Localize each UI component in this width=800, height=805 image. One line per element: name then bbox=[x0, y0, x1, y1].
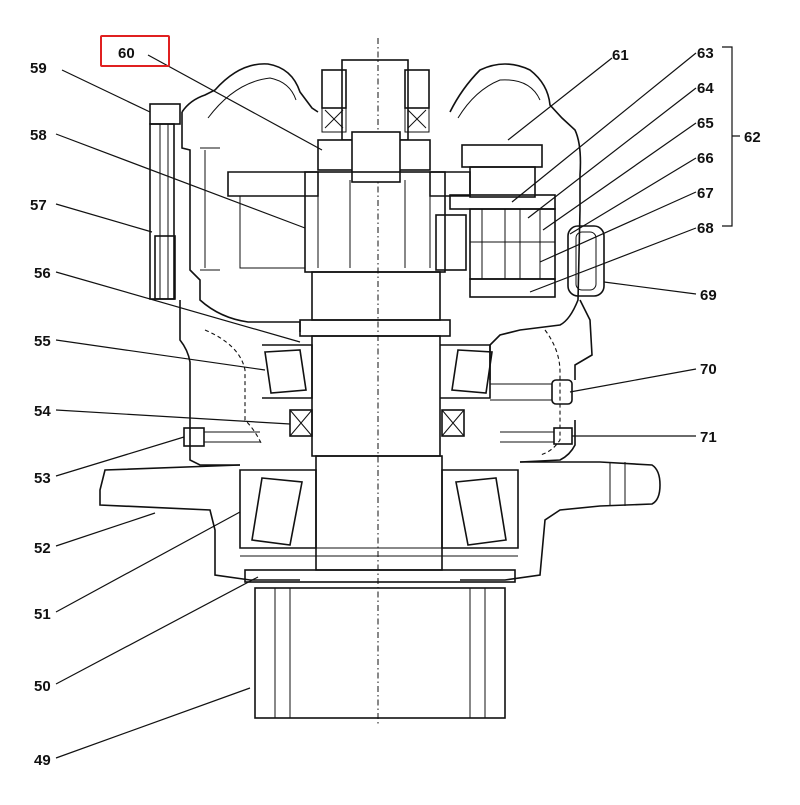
lower-right-taper-roller bbox=[455, 477, 507, 546]
bearing-spacer bbox=[240, 547, 518, 557]
leader-lines bbox=[55, 46, 740, 759]
callout-64: 64 bbox=[697, 80, 714, 97]
callout-51: 51 bbox=[34, 606, 51, 623]
left-ring-gear bbox=[239, 195, 306, 269]
top-left-bearing-ring bbox=[321, 107, 347, 133]
upper-carrier-plate-right bbox=[429, 171, 471, 197]
callout-68: 68 bbox=[697, 220, 714, 237]
callout-49: 49 bbox=[34, 752, 51, 769]
bolt-59-shank bbox=[149, 123, 175, 300]
planet-pin-head bbox=[461, 144, 543, 168]
upper-cover-inner bbox=[207, 77, 541, 119]
callout-54: 54 bbox=[34, 403, 51, 420]
assembly-drawing bbox=[99, 38, 661, 725]
callout-60: 60 bbox=[118, 45, 135, 62]
top-bearing-crosses bbox=[324, 109, 427, 129]
callout-57: 57 bbox=[30, 197, 47, 214]
bolt-71-shank bbox=[500, 431, 554, 443]
left-hidden-passage bbox=[204, 329, 263, 446]
planet-gear bbox=[469, 208, 556, 280]
shaft-collar bbox=[299, 319, 451, 337]
upper-cover-outline bbox=[181, 63, 582, 210]
mounting-flange bbox=[99, 461, 661, 581]
left-lower-housing bbox=[179, 300, 240, 466]
left-housing-inner bbox=[200, 147, 220, 271]
upper-right-bearing-race bbox=[440, 344, 491, 399]
bolt-71 bbox=[553, 427, 573, 445]
upper-right-taper-roller bbox=[451, 349, 493, 394]
collar-50 bbox=[244, 569, 516, 583]
pinion-49 bbox=[254, 587, 506, 719]
callout-50: 50 bbox=[34, 678, 51, 695]
callout-69: 69 bbox=[700, 287, 717, 304]
bolt-57-nut bbox=[154, 235, 176, 300]
callout-58: 58 bbox=[30, 127, 47, 144]
upper-left-bearing-race bbox=[262, 344, 313, 399]
plug-69-inner bbox=[575, 231, 597, 291]
callout-65: 65 bbox=[697, 115, 714, 132]
pinion-teeth-lines bbox=[274, 588, 486, 718]
left-oil-seal-cross bbox=[289, 409, 313, 437]
callout-71: 71 bbox=[700, 429, 717, 446]
carrier-vertical-lines bbox=[317, 180, 431, 268]
plug-69 bbox=[567, 225, 605, 297]
right-housing bbox=[489, 209, 593, 463]
bolt-59-thread bbox=[159, 124, 169, 299]
callout-62: 62 bbox=[744, 129, 761, 146]
planetary-carrier bbox=[304, 171, 446, 273]
plug-70-shank bbox=[490, 383, 552, 401]
bolt-53 bbox=[183, 427, 205, 447]
left-housing bbox=[181, 112, 301, 332]
plug-70 bbox=[551, 379, 573, 405]
planet-gear-teeth bbox=[470, 209, 555, 279]
callout-63: 63 bbox=[697, 45, 714, 62]
planet-lower-plate bbox=[469, 278, 556, 298]
callout-66: 66 bbox=[697, 150, 714, 167]
left-oil-seal bbox=[289, 409, 313, 437]
callout-70: 70 bbox=[700, 361, 717, 378]
callout-67: 67 bbox=[697, 185, 714, 202]
needle-bearing bbox=[435, 214, 467, 271]
lower-right-bearing-housing bbox=[441, 469, 519, 549]
bolt-53-shank bbox=[204, 431, 260, 443]
callout-52: 52 bbox=[34, 540, 51, 557]
output-shaft-mid bbox=[311, 335, 441, 457]
input-shaft-top bbox=[341, 59, 409, 141]
top-right-bearing-ring bbox=[404, 107, 430, 133]
right-oil-seal bbox=[441, 409, 465, 437]
planet-pin bbox=[469, 166, 536, 198]
callout-59: 59 bbox=[30, 60, 47, 77]
right-hidden-passage bbox=[539, 329, 561, 456]
callout-53: 53 bbox=[34, 470, 51, 487]
callout-61: 61 bbox=[612, 47, 629, 64]
sun-gear-hub bbox=[351, 131, 401, 183]
bolt-59-head bbox=[149, 103, 181, 125]
callout-55: 55 bbox=[34, 333, 51, 350]
flange-right-ridges bbox=[609, 462, 626, 506]
output-shaft-lower bbox=[315, 455, 443, 571]
lower-left-taper-roller bbox=[251, 477, 303, 546]
upper-left-taper-roller bbox=[264, 349, 307, 394]
right-oil-seal-cross bbox=[441, 409, 465, 437]
callout-56: 56 bbox=[34, 265, 51, 282]
output-shaft-upper bbox=[311, 271, 441, 321]
highlight-box-60 bbox=[100, 35, 170, 67]
callout-labels: 49 50 51 52 53 54 55 56 57 58 59 60 61 6… bbox=[30, 45, 761, 769]
lower-left-bearing-housing bbox=[239, 469, 317, 549]
